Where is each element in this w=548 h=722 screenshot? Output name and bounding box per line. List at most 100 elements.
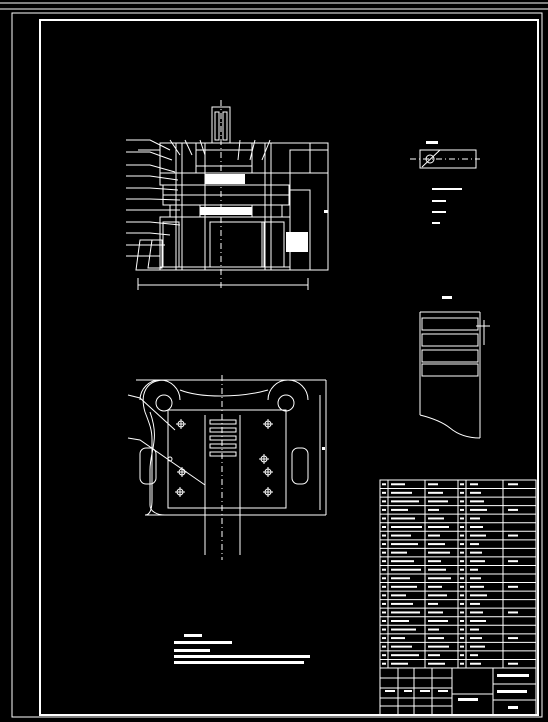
parts-row-entry: [382, 534, 386, 537]
part-view: [419, 296, 490, 439]
section-view: [126, 100, 329, 290]
parts-row-entry: [428, 611, 443, 614]
parts-row-entry: [470, 645, 485, 648]
parts-row-entry: [428, 628, 439, 631]
parts-row-entry: [460, 637, 464, 640]
plan-view: [127, 375, 327, 560]
parts-row-entry: [470, 543, 479, 546]
parts-row-entry: [391, 662, 408, 665]
parts-row-entry: [391, 620, 409, 622]
parts-row-entry: [508, 560, 518, 563]
parts-row-entry: [382, 517, 386, 520]
parts-row-entry: [508, 611, 518, 614]
parts-row-entry: [391, 645, 412, 648]
parts-row-entry: [428, 585, 442, 588]
parts-row-entry: [382, 594, 386, 597]
parts-row-entry: [460, 491, 464, 494]
parts-row-entry: [382, 645, 386, 648]
parts-row-entry: [382, 662, 386, 665]
parts-row-entry: [470, 508, 487, 511]
parts-row-entry: [391, 628, 416, 631]
parts-row-entry: [428, 637, 444, 640]
parts-row-entry: [428, 551, 450, 554]
parts-row-entry: [382, 620, 386, 622]
parts-row-entry: [382, 560, 386, 563]
parts-row-entry: [460, 662, 464, 665]
parts-row-entry: [382, 585, 386, 588]
parts-row-entry: [470, 517, 480, 520]
parts-row-entry: [391, 483, 405, 486]
parts-row-entry: [460, 602, 464, 605]
parts-row-entry: [470, 628, 479, 631]
parts-row-entry: [428, 602, 438, 605]
parts-row-entry: [391, 568, 421, 571]
parts-row-entry: [382, 602, 386, 605]
parts-row-entry: [382, 654, 386, 657]
parts-row-entry: [470, 560, 485, 563]
parts-row-entry: [382, 637, 386, 640]
parts-row-entry: [460, 517, 464, 520]
parts-row-entry: [428, 517, 444, 520]
parts-row-entry: [382, 508, 386, 511]
parts-row-entry: [382, 543, 386, 546]
parts-row-entry: [470, 637, 482, 640]
parts-row-entry: [508, 662, 518, 665]
parts-row-entry: [428, 534, 440, 537]
top-window-strip: [0, 2, 548, 10]
parts-row-entry: [460, 526, 464, 528]
parts-row-entry: [428, 568, 446, 571]
parts-row-entry: [508, 585, 518, 588]
parts-row-entry: [460, 645, 464, 648]
parts-row-entry: [470, 483, 478, 486]
parts-row-entry: [470, 585, 484, 588]
parts-row-entry: [460, 611, 464, 614]
parts-row-entry: [460, 585, 464, 588]
parts-row-entry: [428, 560, 441, 563]
parts-list: [379, 479, 537, 669]
parts-row-entry: [508, 508, 518, 511]
parts-row-entry: [382, 577, 386, 580]
parts-row-entry: [460, 620, 464, 622]
parts-row-entry: [391, 534, 411, 537]
parts-row-entry: [382, 568, 386, 571]
parts-row-entry: [460, 534, 464, 537]
parts-row-entry: [460, 654, 464, 657]
parts-row-entry: [460, 577, 464, 580]
parts-row-entry: [391, 594, 406, 597]
parts-row-entry: [391, 517, 415, 520]
parts-row-entry: [382, 611, 386, 614]
parts-row-entry: [391, 560, 414, 563]
parts-row-entry: [470, 611, 483, 614]
drawing-frame: [11, 12, 543, 718]
parts-row-entry: [428, 662, 445, 665]
parts-row-entry: [460, 551, 464, 554]
parts-row-entry: [391, 577, 410, 580]
parts-row-entry: [391, 551, 407, 554]
parts-row-entry: [508, 534, 518, 537]
parts-row-entry: [428, 654, 440, 657]
parts-row-entry: [508, 637, 518, 640]
parts-row-entry: [470, 534, 486, 537]
parts-row-entry: [428, 645, 449, 648]
parts-row-entry: [428, 508, 439, 511]
parts-row-entry: [460, 500, 464, 503]
parts-row-entry: [460, 560, 464, 563]
parts-row-entry: [460, 543, 464, 546]
parts-row-entry: [460, 628, 464, 631]
title-block: [379, 667, 537, 716]
parts-row-entry: [470, 602, 480, 605]
parts-row-entry: [391, 491, 412, 494]
strip-layout-view: [410, 141, 480, 224]
parts-row-entry: [428, 483, 438, 486]
parts-row-entry: [428, 577, 451, 580]
parts-row-entry: [428, 500, 448, 503]
parts-row-entry: [382, 526, 386, 528]
parts-row-entry: [508, 483, 518, 486]
parts-row-entry: [470, 654, 478, 657]
parts-row-entry: [382, 551, 386, 554]
parts-row-entry: [391, 543, 418, 546]
parts-row-entry: [470, 526, 483, 528]
parts-row-entry: [470, 662, 481, 665]
parts-list-rows: [380, 483, 536, 665]
